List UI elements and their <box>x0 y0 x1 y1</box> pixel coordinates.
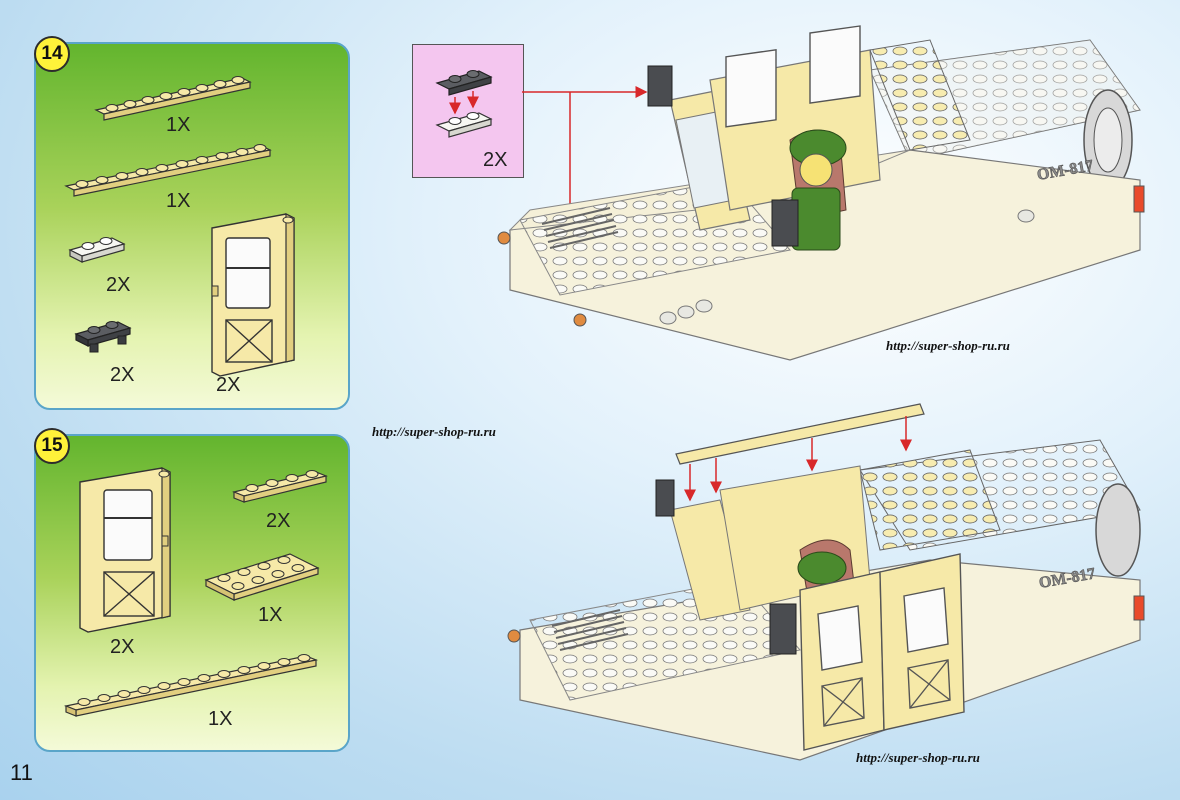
part-plate-1x4-icon <box>232 470 328 503</box>
step-15-part-3-qty: 1X <box>258 604 283 626</box>
watermark-url-3: http://super-shop-ru.ru <box>856 750 980 765</box>
step-14-part-2-qty: 1X <box>166 190 191 212</box>
watermark-url-1: http://super-shop-ru.ru <box>886 338 1010 353</box>
part-plate-1x2-white-icon <box>68 237 126 263</box>
subassembly-callout: 2X <box>412 44 524 178</box>
step-14-number: 14 <box>41 43 63 64</box>
step-14-part-3-qty: 2X <box>106 274 131 296</box>
vehicle-step-14-illustration: OM-817 <box>497 25 1145 361</box>
step-15-panel: 2X 2X 1X <box>34 434 350 752</box>
step-14-part-4-qty: 2X <box>110 364 135 386</box>
step-14-badge: 14 <box>34 36 70 72</box>
clip-plate-on-white-plate-icon <box>435 70 493 138</box>
part-plate-2x4-icon <box>204 553 320 601</box>
page-number: 11 <box>10 760 33 785</box>
step-15-number: 15 <box>41 435 63 456</box>
part-plate-clips-dark-gray-icon <box>74 321 132 353</box>
callout-qty: 2X <box>483 149 508 171</box>
watermark-url-2: http://super-shop-ru.ru <box>372 424 496 439</box>
part-plate-1x8-icon <box>94 76 252 121</box>
part-door-icon <box>211 213 295 377</box>
part-plate-1x10-icon <box>64 144 272 197</box>
part-plate-1x12-icon <box>63 654 319 717</box>
step-14-part-5-qty: 2X <box>216 374 241 396</box>
part-door-icon <box>79 467 171 633</box>
vehicle-step-15-illustration: OM-817 <box>507 403 1145 761</box>
step-14-part-1-qty: 1X <box>166 114 191 136</box>
step-15-part-2-qty: 2X <box>266 510 291 532</box>
step-15-part-1-qty: 2X <box>110 636 135 658</box>
step-14-panel: 1X 1X 2X 2X <box>34 42 350 410</box>
step-15-part-4-qty: 1X <box>208 708 233 730</box>
step-15-badge: 15 <box>34 428 70 464</box>
